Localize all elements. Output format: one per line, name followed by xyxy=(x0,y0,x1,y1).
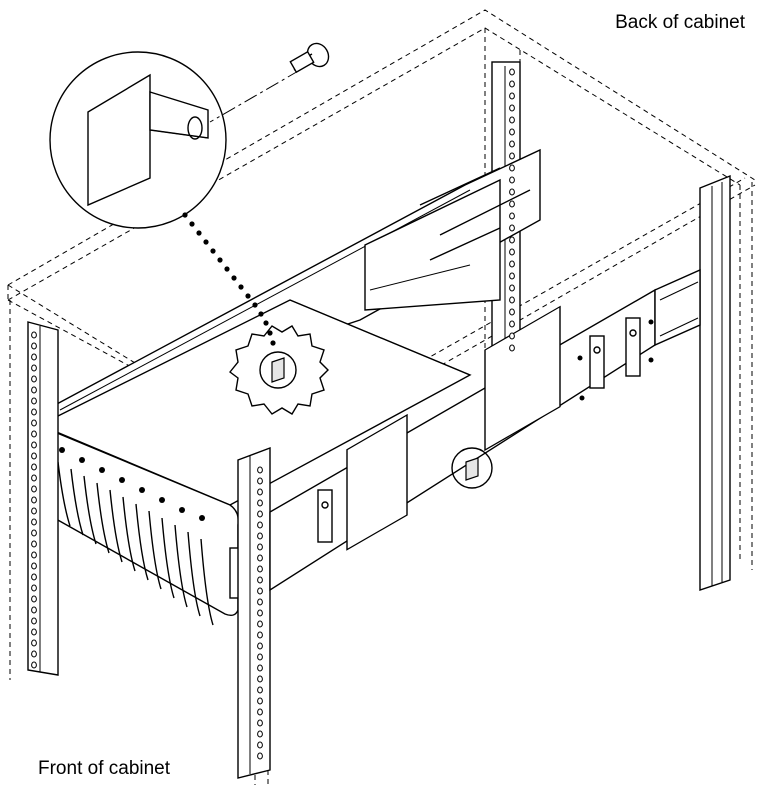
front-right-post-hole xyxy=(257,521,263,529)
front-right-post-hole xyxy=(257,730,263,738)
front-right-post-hole xyxy=(257,499,263,507)
front-right-post-hole xyxy=(257,653,263,661)
front-left-post-hole xyxy=(31,496,37,504)
rail-keyhole-slot xyxy=(317,489,333,543)
front-right-post-hole xyxy=(257,532,263,540)
rail-cutout-2 xyxy=(484,305,561,452)
back-left-post-hole xyxy=(509,248,515,256)
front-left-post-hole xyxy=(31,650,37,658)
front-left-post-hole xyxy=(31,441,37,449)
front-right-post-hole xyxy=(257,719,263,727)
back-left-post-hole xyxy=(509,332,515,340)
dotted-leader xyxy=(182,212,276,346)
front-right-post-hole xyxy=(257,587,263,595)
rail-cutout-1 xyxy=(346,413,408,551)
front-right-post-hole xyxy=(257,752,263,760)
front-left-post-hole xyxy=(31,562,37,570)
back-left-post-hole xyxy=(509,260,515,268)
upper-slide-rail xyxy=(54,148,541,421)
front-right-post-hole xyxy=(257,609,263,617)
front-right-post-hole xyxy=(257,686,263,694)
front-left-post-hole xyxy=(31,518,37,526)
front-left-post-hole xyxy=(31,353,37,361)
back-left-post-hole xyxy=(509,80,515,88)
back-left-post-hole xyxy=(509,104,515,112)
back-left-post-hole xyxy=(509,200,515,208)
front-left-post-hole xyxy=(31,628,37,636)
front-right-post-hole xyxy=(257,488,263,496)
back-left-post-hole xyxy=(509,176,515,184)
front-right-post-hole xyxy=(257,466,263,474)
screw-icon xyxy=(289,42,330,74)
bezel-indicator-dots xyxy=(59,447,205,521)
back-left-post-hole xyxy=(509,128,515,136)
back-left-post-hole xyxy=(509,308,515,316)
lower-slide-rail xyxy=(269,268,701,592)
back-left-post-hole xyxy=(509,236,515,244)
front-left-post-hole xyxy=(31,529,37,537)
rail-keyhole-slot xyxy=(625,317,641,377)
back-left-post-hole xyxy=(509,296,515,304)
back-left-post-hole xyxy=(509,344,515,352)
front-left-post-hole xyxy=(31,331,37,339)
front-right-post-hole xyxy=(257,642,263,650)
back-left-post-hole xyxy=(509,188,515,196)
front-right-post-hole xyxy=(257,510,263,518)
front-left-post-hole xyxy=(31,595,37,603)
detail-callout xyxy=(49,51,227,229)
front-right-post-hole xyxy=(257,598,263,606)
front-left-post-hole xyxy=(31,364,37,372)
front-right-post-hole xyxy=(257,565,263,573)
front-left-post-hole xyxy=(31,397,37,405)
front-right-post-hole xyxy=(257,675,263,683)
back-of-cabinet-label: Back of cabinet xyxy=(615,12,745,33)
front-left-post-hole xyxy=(31,617,37,625)
front-right-post-hole xyxy=(257,708,263,716)
front-left-post-hole xyxy=(31,485,37,493)
front-right-post-hole xyxy=(257,576,263,584)
back-left-post-hole xyxy=(509,164,515,172)
front-left-post-hole xyxy=(31,386,37,394)
front-left-post-hole xyxy=(31,639,37,647)
front-left-post-hole xyxy=(31,540,37,548)
front-left-post-hole xyxy=(31,507,37,515)
back-left-post-hole xyxy=(509,212,515,220)
front-left-post-hole xyxy=(31,463,37,471)
front-left-post-hole xyxy=(31,375,37,383)
front-left-post-hole xyxy=(31,408,37,416)
front-left-post-hole xyxy=(31,342,37,350)
front-right-post-hole xyxy=(257,543,263,551)
front-left-post-hole xyxy=(31,661,37,669)
front-right-post-hole xyxy=(257,631,263,639)
front-right-post xyxy=(237,446,271,779)
front-right-post-hole xyxy=(257,554,263,562)
front-left-post-hole xyxy=(31,474,37,482)
front-left-post-hole xyxy=(31,452,37,460)
front-right-post-hole xyxy=(257,697,263,705)
back-left-post-hole xyxy=(509,284,515,292)
screw-leader-line xyxy=(209,69,301,123)
back-left-post-hole xyxy=(509,272,515,280)
front-of-cabinet-label: Front of cabinet xyxy=(38,758,171,779)
front-left-post-hole xyxy=(31,551,37,559)
back-left-post-hole xyxy=(509,68,515,76)
front-left-post-hole xyxy=(31,584,37,592)
back-left-post-hole xyxy=(509,92,515,100)
rail-keyhole-slot xyxy=(589,335,605,389)
back-left-post-hole xyxy=(509,152,515,160)
front-left-post-hole xyxy=(31,606,37,614)
front-left-post-hole xyxy=(31,573,37,581)
back-right-post xyxy=(699,174,731,591)
front-left-post-hole xyxy=(31,419,37,427)
front-left-post-hole xyxy=(31,430,37,438)
back-left-post-hole xyxy=(509,116,515,124)
back-left-post-hole xyxy=(509,320,515,328)
front-right-post-hole xyxy=(257,664,263,672)
front-right-post-hole xyxy=(257,620,263,628)
front-right-post-hole xyxy=(257,477,263,485)
back-left-post-hole xyxy=(509,224,515,232)
back-left-post-hole xyxy=(509,140,515,148)
front-right-post-hole xyxy=(257,741,263,749)
